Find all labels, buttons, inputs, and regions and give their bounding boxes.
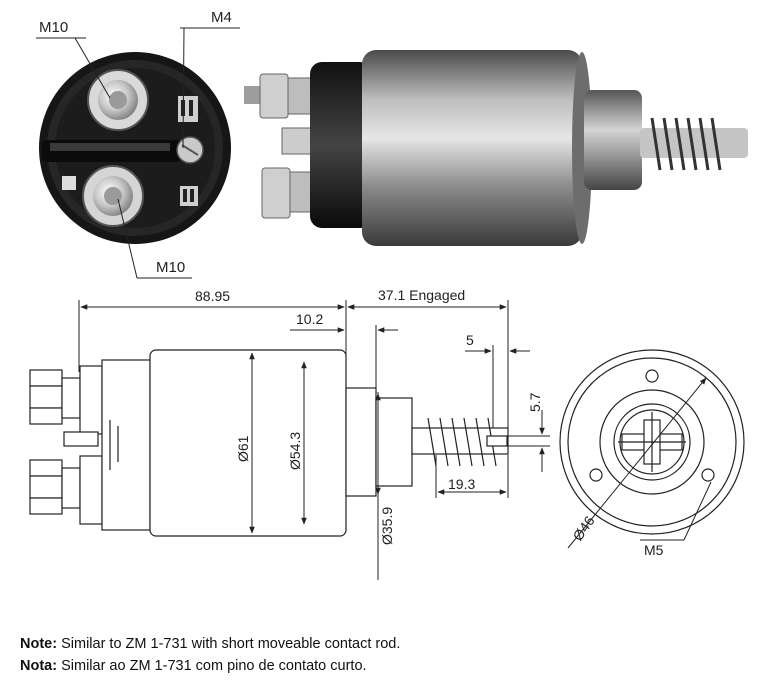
note-english-text: Similar to ZM 1-731 with short moveable … [57,636,401,652]
dimension-lines [78,300,550,580]
label-m10-bottom: M10 [156,259,185,276]
notes-block: Note: Similar to ZM 1-731 with short mov… [20,633,400,677]
end-view-drawing [559,349,745,535]
dim-rod-end: 5 [466,332,474,348]
dim-collar-width: 10.2 [296,311,323,327]
side-view-photo [244,50,748,246]
dim-rod-diameter: 5.7 [527,392,543,412]
end-view-dimensions [567,377,712,549]
end-view-photo [39,52,231,244]
dim-mount-thread: M5 [644,542,664,558]
side-view-drawing [29,349,509,537]
dim-body-diameter: Ø61 [235,435,251,462]
note-english: Note: Similar to ZM 1-731 with short mov… [20,633,400,655]
photo-callouts: M10 M4 M10 [36,9,240,279]
note-portuguese: Nota: Similar ao ZM 1-731 com pino de co… [20,655,400,677]
dim-engaged: 37.1 Engaged [378,287,465,303]
label-m4: M4 [211,9,232,26]
note-portuguese-text: Similar ao ZM 1-731 com pino de contato … [57,658,367,674]
note-portuguese-label: Nota: [20,658,58,674]
note-english-label: Note: [20,636,58,652]
label-m10-top: M10 [39,19,68,36]
dim-spring-length: 19.3 [448,476,475,492]
dim-nose-diameter: Ø35.9 [379,507,395,545]
dim-inner-diameter: Ø54.3 [287,432,303,470]
dim-overall-length: 88.95 [195,288,230,304]
